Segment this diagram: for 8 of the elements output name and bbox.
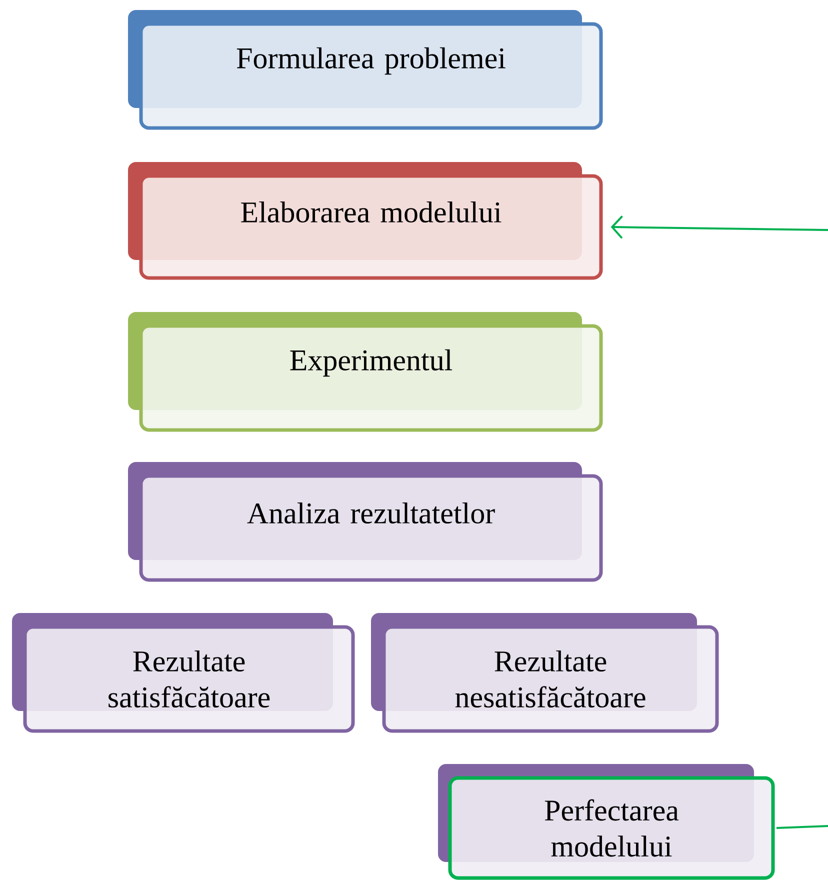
- process-box: Rezultate nesatisfăcătoare: [371, 613, 719, 733]
- arrow: [610, 215, 828, 239]
- process-box: Experimentul: [128, 312, 603, 432]
- process-box: Analiza rezultatetlor: [128, 462, 603, 582]
- process-box: Elaborarea modelului: [128, 162, 603, 280]
- process-box: Perfectarea modelului: [438, 764, 775, 880]
- process-box: Formularea problemei: [128, 10, 603, 130]
- process-box: Rezultate satisfăcătoare: [12, 613, 355, 733]
